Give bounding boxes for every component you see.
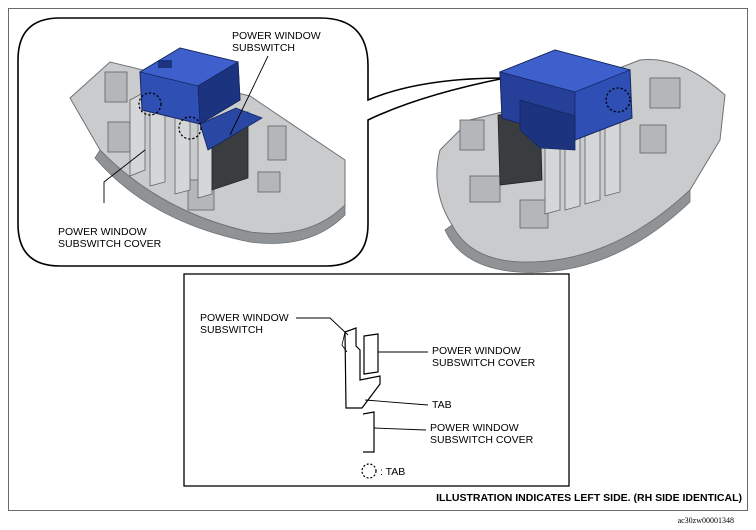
label-detail-cover-lower: POWER WINDOW SUBSWITCH COVER — [430, 422, 534, 446]
detail-cross-section — [341, 327, 381, 453]
footer-note: ILLUSTRATION INDICATES LEFT SIDE. (RH SI… — [436, 492, 742, 504]
tab-legend-symbol — [361, 463, 377, 479]
label-detail-tab: TAB — [432, 399, 452, 411]
leader-lines-top — [103, 55, 269, 203]
label-subswitch-top: POWER WINDOW SUBSWITCH — [232, 30, 321, 54]
detail-leader-lines — [296, 317, 429, 431]
label-detail-cover-upper: POWER WINDOW SUBSWITCH COVER — [432, 345, 536, 369]
zoomed-subswitch-assembly — [69, 47, 346, 244]
label-tab-legend: : TAB — [380, 466, 406, 478]
label-cover-top: POWER WINDOW SUBSWITCH COVER — [58, 226, 162, 250]
subswitch-assembly — [436, 49, 726, 273]
label-detail-subswitch: POWER WINDOW SUBSWITCH — [200, 312, 289, 336]
figure-frame — [8, 8, 748, 511]
figure-code: ac30zw00001348 — [677, 516, 734, 525]
